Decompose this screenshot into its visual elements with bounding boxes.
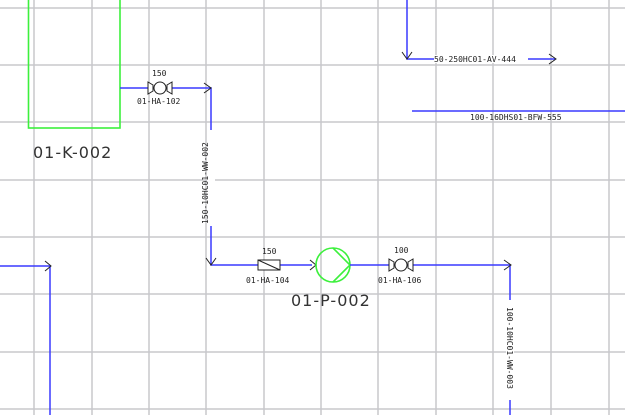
valve-01-ha-102[interactable]: 150 01-HA-102 xyxy=(137,69,181,106)
flow-arrow-icon xyxy=(401,51,413,60)
line-tag: 100-10HC01-WW-003 xyxy=(505,307,514,389)
flow-arrow-icon xyxy=(205,257,217,266)
valve-size: 150 xyxy=(262,247,277,256)
valve-size: 150 xyxy=(152,69,167,78)
valve-tag: 01-HA-106 xyxy=(378,276,422,285)
line-tag-bg xyxy=(434,55,528,63)
valve-01-ha-104[interactable]: 150 01-HA-104 xyxy=(246,247,317,285)
flow-arrow-icon xyxy=(44,260,52,272)
valve-body-icon xyxy=(394,258,408,272)
pipe-segment[interactable] xyxy=(0,265,51,415)
line-tag: 100-16DHS01-BFW-555 xyxy=(470,113,562,122)
valve-size: 100 xyxy=(394,246,409,255)
line-tag: 50-250HC01-AV-444 xyxy=(434,55,516,64)
pump-01-p-002[interactable]: 01-P-002 xyxy=(291,247,371,310)
pump-impeller-icon xyxy=(332,247,352,283)
flow-arrow-icon xyxy=(548,53,557,65)
flow-arrow-icon xyxy=(203,82,212,94)
line-tag: 150-10HC01-WW-002 xyxy=(201,142,210,224)
vessel-01-k-002[interactable]: 01-K-002 xyxy=(27,0,121,162)
pipe-segment[interactable] xyxy=(350,264,511,415)
line-left-incoming[interactable] xyxy=(0,260,52,415)
line-tag-bg xyxy=(207,130,215,226)
line-50-250hc01-av-444[interactable]: 50-250HC01-AV-444 xyxy=(401,0,557,65)
line-100-10hc01-ww-003[interactable]: 100-10HC01-WW-003 xyxy=(350,259,514,415)
valve-tag: 01-HA-104 xyxy=(246,276,290,285)
pump-tag: 01-P-002 xyxy=(291,291,371,310)
pipe-segment[interactable] xyxy=(120,87,258,266)
gate-valve-icon xyxy=(147,81,154,95)
line-100-16dhs01-bfw-555[interactable]: 100-16DHS01-BFW-555 xyxy=(412,110,625,122)
vessel-tag: 01-K-002 xyxy=(33,143,112,162)
check-valve-diagonal xyxy=(257,259,281,271)
gate-valve-icon-right xyxy=(407,258,414,272)
line-tag-bg xyxy=(506,300,514,400)
vessel-outline[interactable] xyxy=(27,0,121,129)
valve-01-ha-106[interactable]: 100 01-HA-106 xyxy=(378,246,422,285)
flow-arrow-icon xyxy=(503,259,512,271)
gate-valve-icon xyxy=(388,258,395,272)
gate-valve-icon-right xyxy=(166,81,173,95)
pipe-segment[interactable] xyxy=(406,0,555,60)
valve-tag: 01-HA-102 xyxy=(137,97,181,106)
valve-body-icon xyxy=(153,81,167,95)
